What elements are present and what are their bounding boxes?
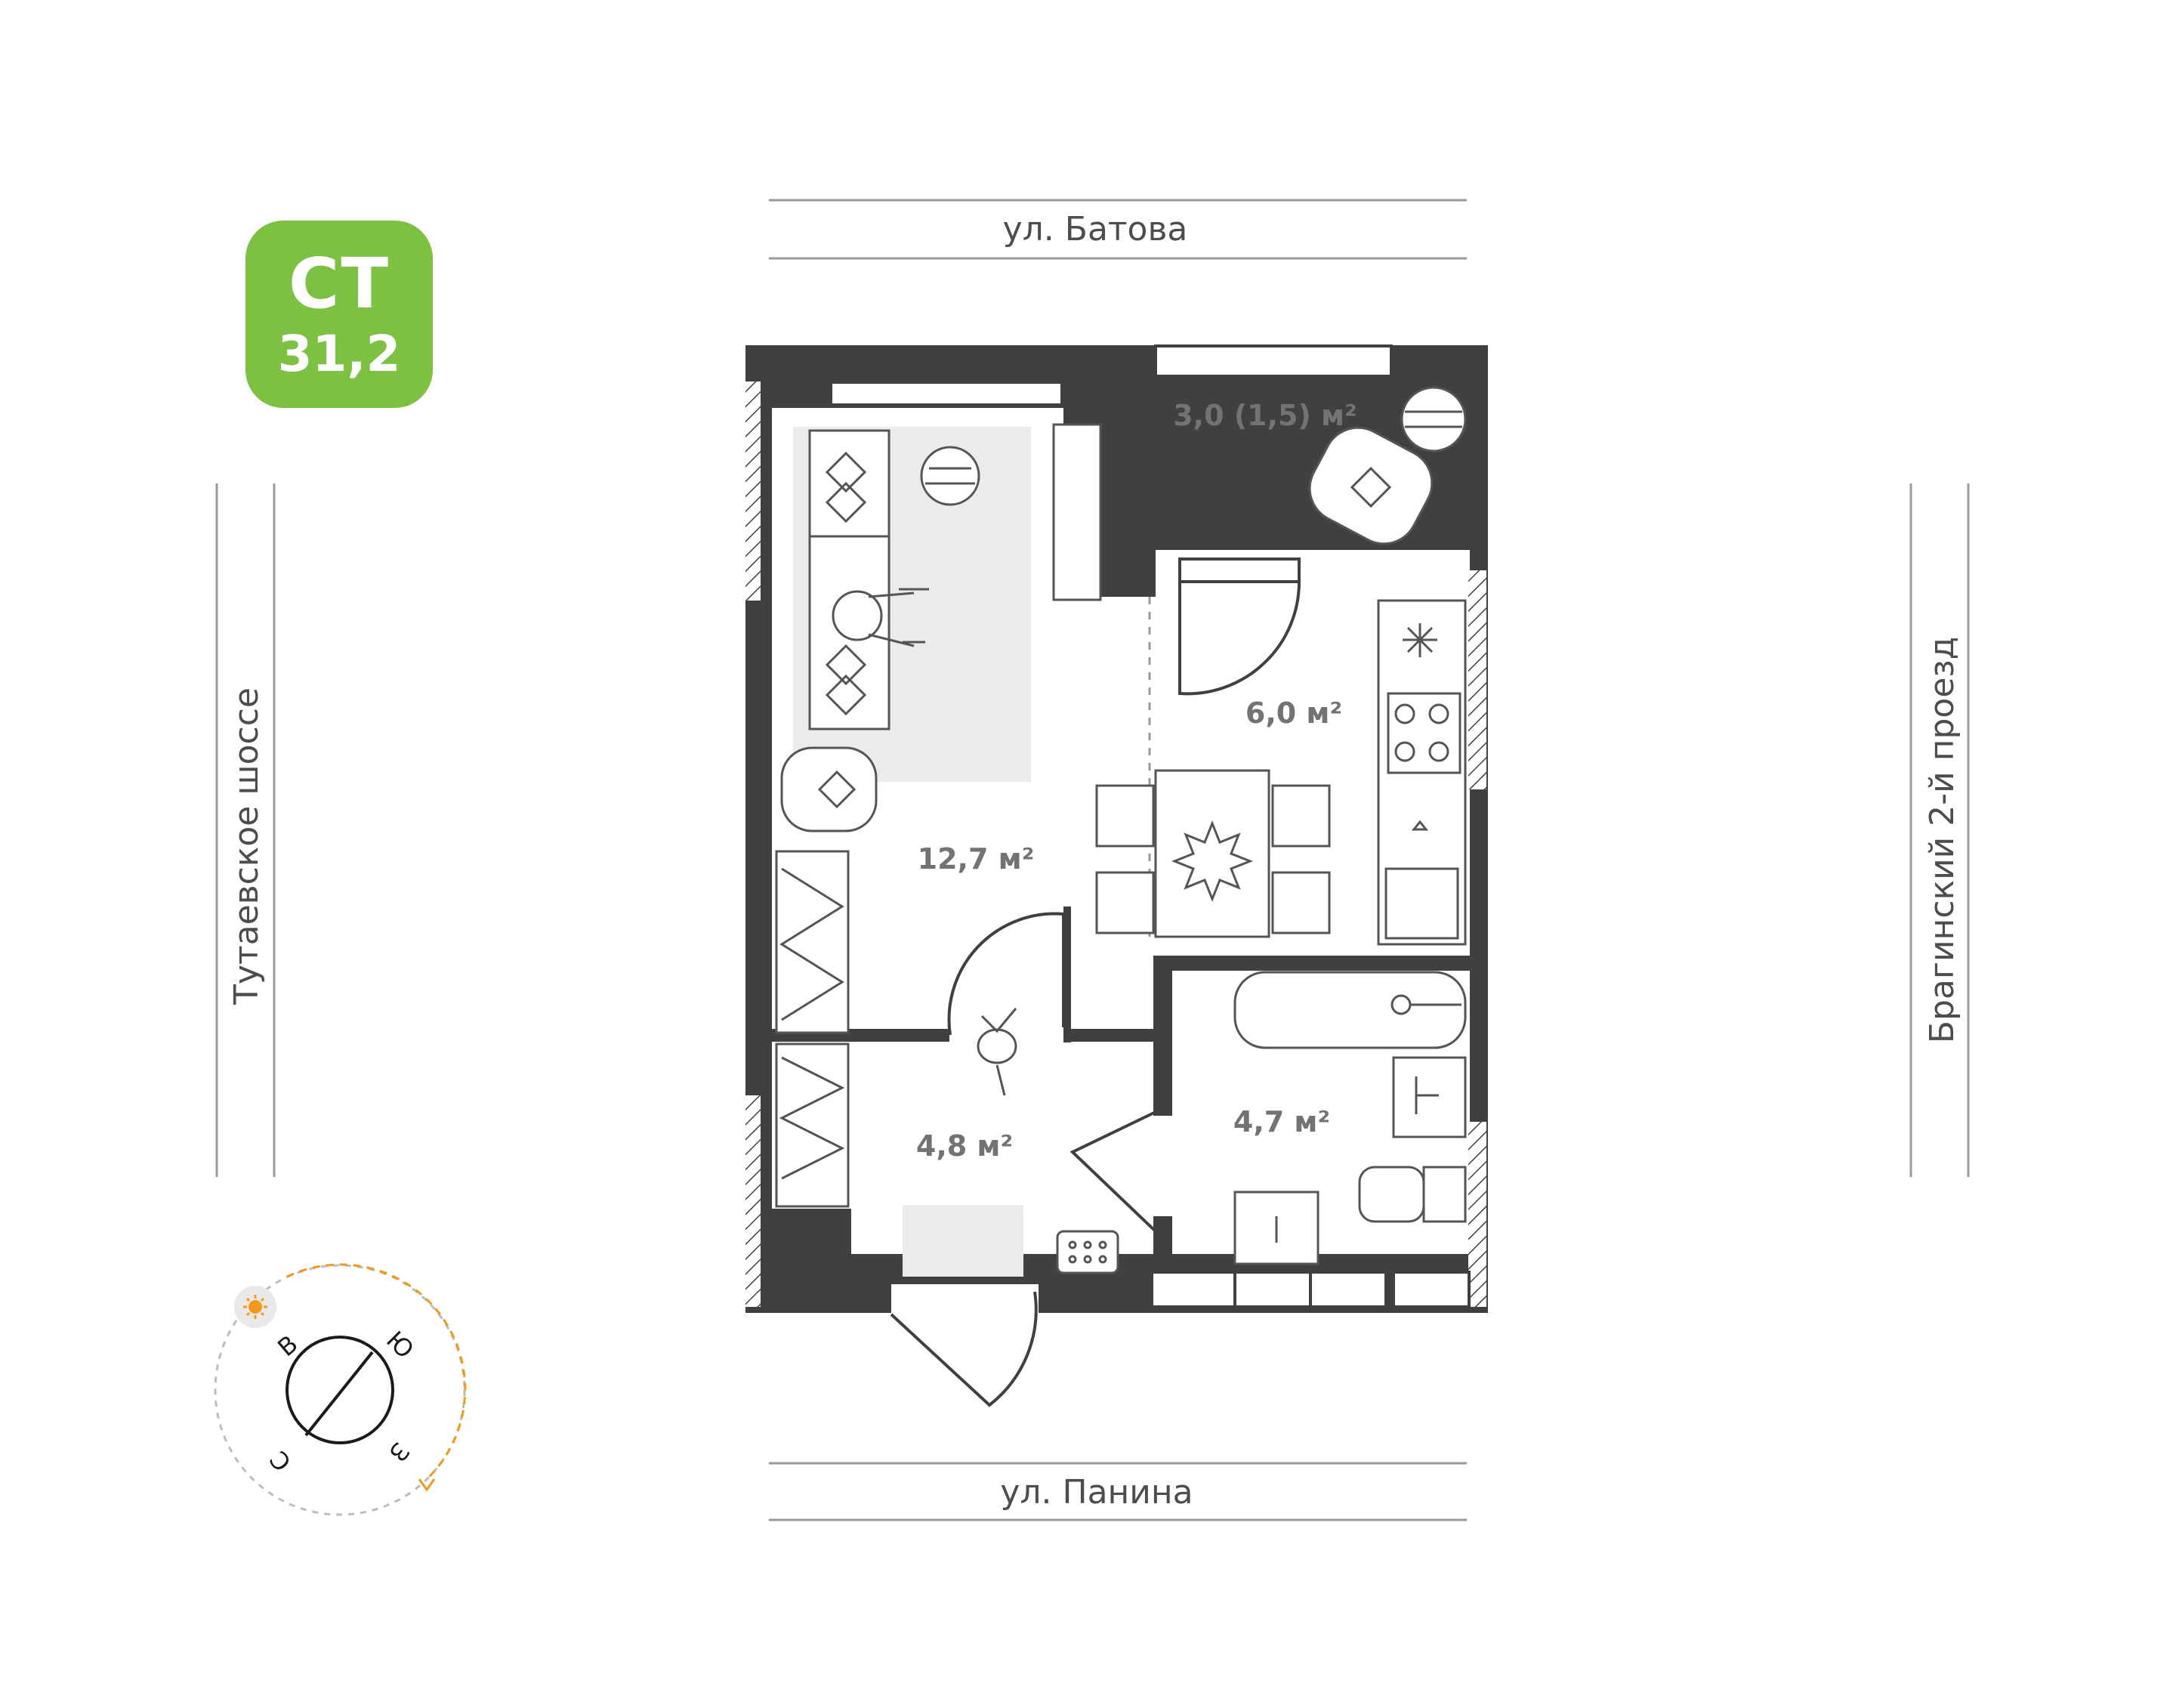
room-area-hallway: 4,8 м² — [916, 1129, 1013, 1163]
dining-table — [1154, 769, 1270, 938]
snowflake-icon — [1403, 623, 1437, 657]
street-bottom-label: ул. Панина — [1000, 1473, 1193, 1512]
toilet-icon — [1358, 1166, 1425, 1223]
room-area-kitchen: 6,0 м² — [1245, 696, 1342, 730]
bathroom-furniture — [1233, 971, 1467, 1265]
balcony-armchair-icon — [1308, 426, 1434, 545]
kitchen-furniture — [1095, 599, 1467, 946]
street-right-label: Брагинский 2-й проезд — [1923, 637, 1961, 1043]
person-icon — [832, 590, 883, 641]
flower-icon — [1171, 820, 1254, 903]
apartment-total-area: 31,2 — [277, 325, 401, 383]
compass-north-label: С — [264, 1445, 297, 1477]
street-left-label: Тутаевское шоссе — [227, 687, 266, 1005]
sofa — [808, 429, 890, 730]
wall-hatching — [745, 381, 1486, 1307]
balcony-table-icon — [1400, 386, 1467, 452]
shelf-unit — [775, 850, 850, 1034]
balcony-furniture — [1308, 386, 1467, 545]
apartment-type-label: СТ — [288, 243, 390, 324]
living-furniture — [775, 423, 1102, 1034]
room-area-balcony: 3,0 (1,5) м² — [1173, 399, 1357, 432]
washer-icon — [1392, 1056, 1467, 1138]
compass-south-label: Ю — [381, 1326, 419, 1364]
apartment-type-badge: СТ 31,2 — [245, 221, 433, 408]
doors — [890, 581, 1301, 1407]
hallway-furniture — [775, 1008, 1119, 1277]
shoe-rack-icon — [1056, 1230, 1119, 1274]
wardrobe — [1052, 423, 1102, 601]
bathtub-icon — [1233, 971, 1467, 1049]
entrance-opening — [891, 1284, 1039, 1314]
hallway-wardrobe — [775, 1042, 850, 1208]
sun-icon — [234, 1286, 276, 1328]
room-area-bathroom: 4,7 м² — [1233, 1105, 1330, 1138]
street-top-label: ул. Батова — [1003, 210, 1188, 249]
room-area-living: 12,7 м² — [918, 842, 1035, 876]
windows — [829, 344, 1471, 1308]
compass: В Ю С З — [214, 1263, 467, 1516]
stove-icon — [1387, 692, 1461, 774]
armchair-icon — [780, 746, 878, 832]
compass-west-label: З — [383, 1437, 415, 1467]
walking-person-icon — [977, 1028, 1017, 1064]
lamp-icon — [920, 446, 980, 506]
sink-icon — [1384, 867, 1459, 940]
street-lines — [215, 199, 1970, 1521]
hallway-mat — [903, 1205, 1023, 1277]
